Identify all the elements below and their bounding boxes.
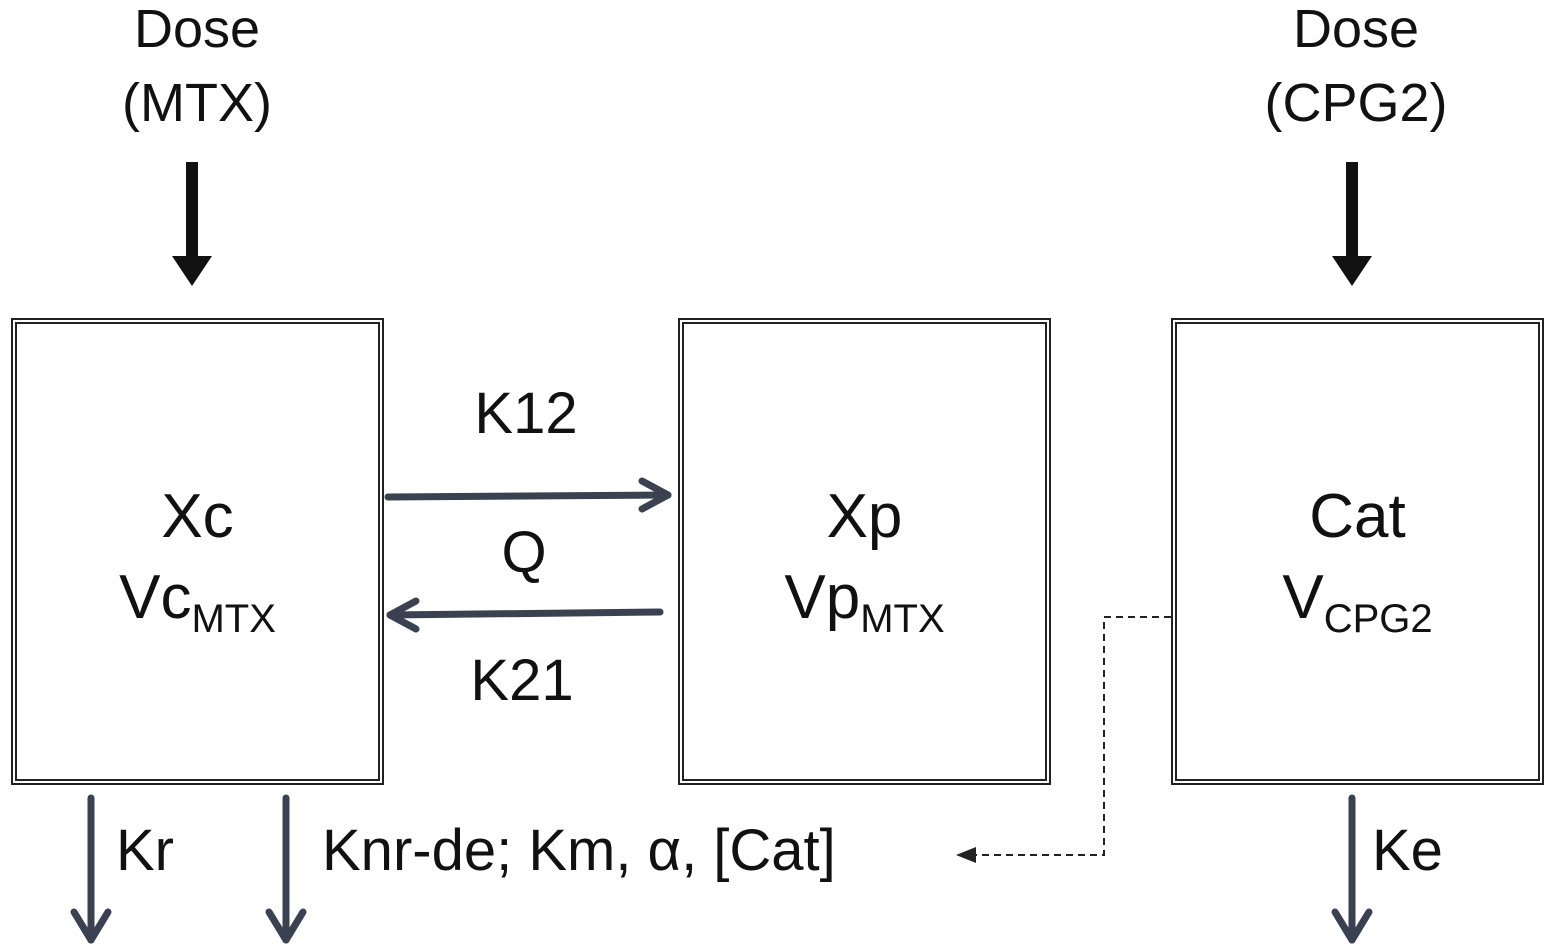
peripheral-compartment: Xp VpMTX: [678, 318, 1051, 785]
peripheral-volume-sub: MTX: [860, 597, 945, 641]
dose-mtx-line2: (MTX): [122, 73, 272, 133]
catalyst-volume-sub: CPG2: [1323, 597, 1433, 641]
dose-mtx-arrow: [172, 162, 212, 286]
peripheral-volume: VpMTX: [684, 567, 1045, 640]
ke-label: Ke: [1372, 818, 1443, 883]
kr-label: Kr: [116, 818, 174, 883]
central-compartment: Xc VcMTX: [11, 318, 384, 785]
peripheral-volume-main: Vp: [784, 563, 861, 632]
k21-arrow: [386, 597, 664, 633]
catalyst-volume-main: V: [1282, 563, 1324, 632]
k12-arrow: [384, 477, 672, 513]
peripheral-amount: Xp: [826, 482, 903, 551]
dose-mtx-label: Dose (MTX): [122, 0, 272, 140]
central-amount: Xc: [161, 482, 234, 551]
dose-cpg2-arrow: [1332, 162, 1372, 286]
dose-cpg2-label: Dose (CPG2): [1264, 0, 1447, 140]
q-label: Q: [501, 520, 547, 585]
ke-arrow: [1331, 794, 1373, 944]
central-volume-main: Vc: [119, 563, 192, 632]
knr-label: Knr-de; Km, α, [Cat]: [322, 818, 836, 883]
central-volume-sub: MTX: [191, 597, 276, 641]
catalyst-influence-line: [956, 616, 1171, 863]
dose-cpg2-line2: (CPG2): [1264, 73, 1448, 133]
knr-arrow: [265, 794, 307, 944]
catalyst-volume: VCPG2: [1177, 567, 1538, 640]
catalyst-compartment: Cat VCPG2: [1171, 318, 1544, 785]
dose-mtx-line1: Dose: [133, 0, 261, 59]
central-volume: VcMTX: [17, 567, 378, 640]
k21-label: K21: [470, 648, 574, 713]
catalyst-amount: Cat: [1309, 482, 1406, 551]
k12-label: K12: [474, 381, 578, 446]
dose-cpg2-line1: Dose: [1292, 0, 1420, 59]
kr-arrow: [70, 794, 112, 944]
